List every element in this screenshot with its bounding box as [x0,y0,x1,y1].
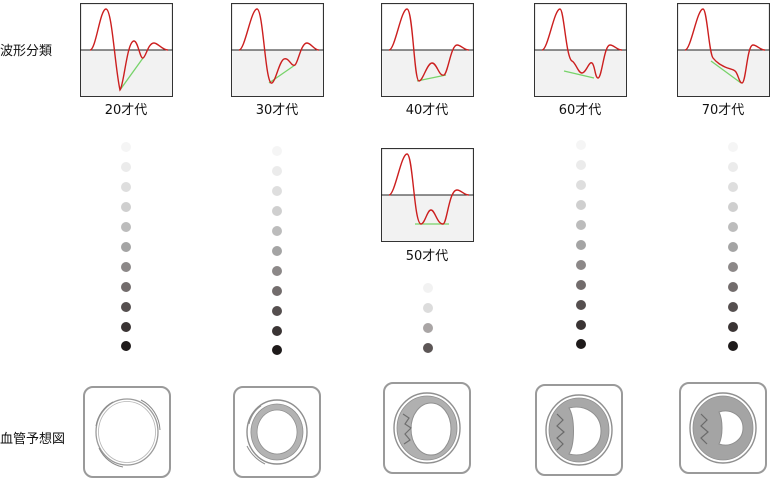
waveform-70s [677,3,770,97]
waveform-20s [80,3,173,97]
age-caption-70s: 70才代 [701,103,745,118]
progress-dot [272,326,282,336]
waveform-60s [534,3,627,97]
progress-dot [272,206,282,216]
progress-dot [423,303,433,313]
row-label-vessel: 血管予想図 [0,432,66,447]
progress-dot [576,339,586,349]
progress-dot [576,160,586,170]
progress-dot [728,202,738,212]
progress-dot [121,142,131,152]
age-caption-20s: 20才代 [104,103,148,118]
progress-dot [272,186,282,196]
progress-dot [121,302,131,312]
progress-dot [576,260,586,270]
progress-dot [121,182,131,192]
waveform-30s [231,3,324,97]
age-caption-30s: 30才代 [255,103,299,118]
progress-dot [423,283,433,293]
progress-dot [576,200,586,210]
progress-dot [576,140,586,150]
progress-dot [121,341,131,351]
progress-dot [121,162,131,172]
age-caption-60s: 60才代 [558,103,602,118]
progress-dot [272,246,282,256]
progress-dot [576,280,586,290]
progress-dot [121,282,131,292]
progress-dot [121,242,131,252]
progress-dot [272,226,282,236]
vessel-diagram-20s [83,386,171,478]
waveform-50s [381,148,474,242]
progress-dot [121,202,131,212]
progress-dot [728,242,738,252]
progress-dot [576,240,586,250]
row-label-waveform: 波形分類 [0,44,53,59]
progress-dot [728,222,738,232]
progress-dot [121,262,131,272]
progress-dot [272,306,282,316]
progress-dot [272,286,282,296]
progress-dot [728,162,738,172]
progress-dot [423,343,433,353]
progress-dot [272,146,282,156]
progress-dot [423,323,433,333]
progress-dot [728,302,738,312]
progress-dot [121,222,131,232]
progress-dot [272,345,282,355]
waveform-40s [381,3,474,97]
progress-dot [576,320,586,330]
age-caption-50s: 50才代 [405,249,449,264]
vessel-diagram-70s [679,382,767,474]
progress-dot [728,322,738,332]
progress-dot [121,322,131,332]
progress-dot [728,142,738,152]
vessel-diagram-40s [383,382,471,474]
progress-dot [728,341,738,351]
vessel-diagram-60s [535,384,623,476]
age-caption-40s: 40才代 [405,103,449,118]
progress-dot [728,182,738,192]
progress-dot [576,220,586,230]
progress-dot [272,266,282,276]
vessel-diagram-30s [233,386,321,478]
progress-dot [728,282,738,292]
progress-dot [272,166,282,176]
progress-dot [728,262,738,272]
progress-dot [576,180,586,190]
progress-dot [576,300,586,310]
